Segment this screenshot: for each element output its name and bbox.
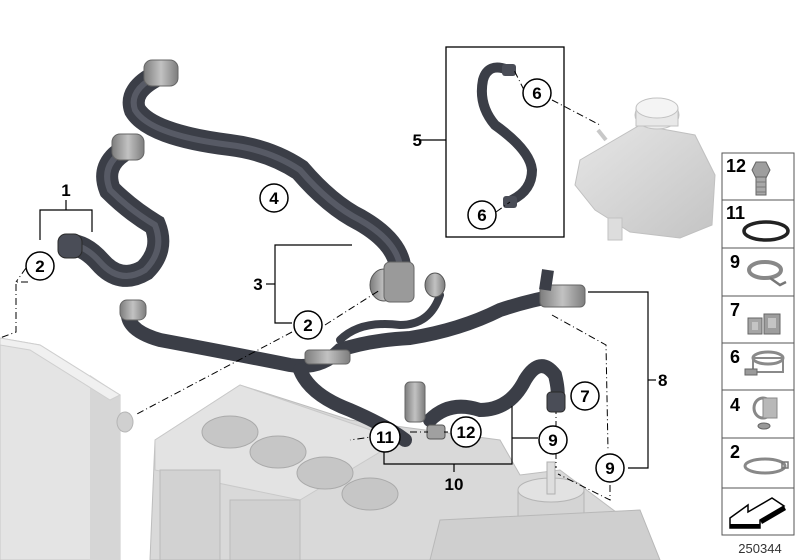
callout-2a[interactable]: 2	[25, 251, 55, 281]
hose-clamp-icon	[744, 350, 785, 376]
hose-8-end	[119, 299, 147, 321]
svg-text:11: 11	[376, 428, 394, 447]
radiator	[0, 337, 134, 560]
side-item-12[interactable]: 12	[726, 156, 771, 196]
spring-clamp-icon	[747, 260, 787, 287]
hose-8-right-fitting	[539, 284, 586, 308]
arrow-down-left-icon[interactable]	[729, 497, 786, 529]
callout-12[interactable]: 12	[450, 416, 482, 448]
side-item-2[interactable]: 2	[730, 442, 789, 475]
svg-text:2: 2	[303, 316, 312, 335]
svg-text:4: 4	[269, 189, 279, 208]
group-label-1: 1	[61, 181, 70, 200]
svg-text:12: 12	[457, 423, 476, 442]
clamp-ring-icon	[743, 457, 789, 475]
svg-text:9: 9	[730, 252, 740, 272]
group-label-5: 5	[413, 131, 422, 150]
holder-clip-icon	[747, 313, 781, 335]
group-label-8: 8	[658, 371, 667, 390]
pipe-12-fitting	[426, 424, 446, 440]
side-item-6[interactable]: 6	[730, 347, 785, 376]
callout-4[interactable]: 4	[259, 183, 289, 213]
svg-text:2: 2	[730, 442, 740, 462]
svg-text:9: 9	[605, 459, 614, 478]
callout-6b[interactable]: 6	[467, 200, 497, 230]
dashed-leaders	[0, 69, 611, 501]
callout-6a[interactable]: 6	[522, 78, 552, 108]
bolt-icon	[751, 161, 771, 196]
svg-text:9: 9	[548, 431, 557, 450]
hose-4	[122, 64, 411, 276]
callout-7[interactable]: 7	[570, 381, 600, 411]
o-ring-icon	[742, 220, 790, 242]
svg-text:6: 6	[730, 347, 740, 367]
callout-11[interactable]: 11	[369, 421, 401, 453]
hose-7-end	[546, 391, 566, 413]
hose-8-riser	[539, 269, 554, 291]
svg-text:12: 12	[726, 156, 746, 176]
callout-9b[interactable]: 9	[595, 453, 625, 483]
side-item-11[interactable]: 11	[726, 203, 790, 242]
svg-text:7: 7	[580, 387, 589, 406]
hose-clamp-icon	[752, 396, 778, 430]
pipe-10-fitting	[404, 381, 426, 423]
group-label-10: 10	[445, 475, 464, 494]
hose-1-end	[57, 233, 83, 259]
engine-block	[149, 384, 661, 560]
svg-text:6: 6	[532, 84, 541, 103]
svg-text:6: 6	[477, 206, 486, 225]
hose-4-connector	[143, 59, 179, 87]
callout-9a[interactable]: 9	[538, 425, 568, 455]
svg-text:4: 4	[730, 395, 740, 415]
hose-1	[59, 139, 170, 287]
hose-8-tee	[304, 349, 351, 365]
side-item-9[interactable]: 9	[730, 252, 787, 287]
hose-1-connector	[111, 133, 145, 161]
side-item-4[interactable]: 4	[730, 395, 778, 430]
callout-2b[interactable]: 2	[293, 310, 323, 340]
svg-text:11: 11	[726, 203, 745, 223]
group-box-5	[420, 46, 565, 238]
group-label-3: 3	[253, 275, 262, 294]
thermostat-housing	[369, 261, 446, 303]
image-code: 250344	[738, 541, 781, 556]
leader-lines	[39, 200, 656, 472]
svg-text:7: 7	[730, 300, 740, 320]
hose-7	[423, 359, 565, 427]
expansion-tank	[574, 97, 716, 241]
svg-text:2: 2	[35, 257, 44, 276]
side-item-7[interactable]: 7	[730, 300, 781, 335]
